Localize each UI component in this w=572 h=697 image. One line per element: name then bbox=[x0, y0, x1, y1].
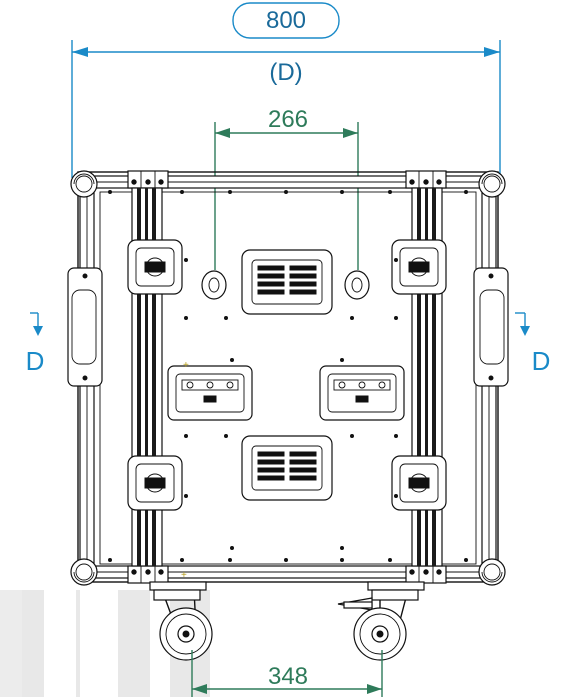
rail-hinges bbox=[127, 170, 447, 584]
section-letter-left: D bbox=[26, 346, 45, 376]
section-mark-left: D bbox=[26, 312, 45, 376]
recessed-handle-left: + bbox=[167, 360, 253, 421]
corner-ball-top-left bbox=[70, 170, 98, 198]
vent-grille-bottom bbox=[241, 435, 333, 501]
corner-ball-top-right bbox=[478, 170, 506, 198]
handle-spacing-value: 266 bbox=[268, 106, 308, 133]
recessed-handle-right bbox=[319, 365, 405, 421]
caster-right bbox=[337, 581, 425, 661]
handle-spacing-dimension: 266 bbox=[214, 106, 359, 270]
latch-bottom-left bbox=[127, 455, 183, 511]
section-label: (D) bbox=[269, 59, 302, 86]
keyhole-left bbox=[201, 270, 227, 300]
latch-top-left bbox=[127, 239, 183, 295]
latch-top-right bbox=[391, 239, 447, 295]
rivets bbox=[108, 190, 468, 562]
latch-bottom-right bbox=[391, 455, 447, 511]
section-letter-right: D bbox=[532, 346, 551, 376]
overall-width-value: 800 bbox=[266, 7, 306, 34]
svg-text:+: + bbox=[181, 570, 187, 581]
vent-grille-top bbox=[241, 249, 333, 315]
svg-text:+: + bbox=[183, 360, 189, 371]
side-handle-right bbox=[473, 267, 509, 387]
corner-ball-bottom-left bbox=[70, 558, 98, 586]
caster-spacing-value: 348 bbox=[268, 663, 308, 690]
caster-left: + bbox=[149, 570, 213, 661]
corner-ball-bottom-right bbox=[478, 558, 506, 586]
section-mark-right: D bbox=[515, 312, 551, 376]
keyhole-right bbox=[344, 270, 370, 300]
side-handle-left bbox=[67, 267, 103, 387]
overall-width-dimension: 800 (D) bbox=[71, 2, 501, 178]
dimension-balloon bbox=[232, 2, 340, 39]
caster-spacing-dimension: 348 bbox=[191, 650, 383, 697]
